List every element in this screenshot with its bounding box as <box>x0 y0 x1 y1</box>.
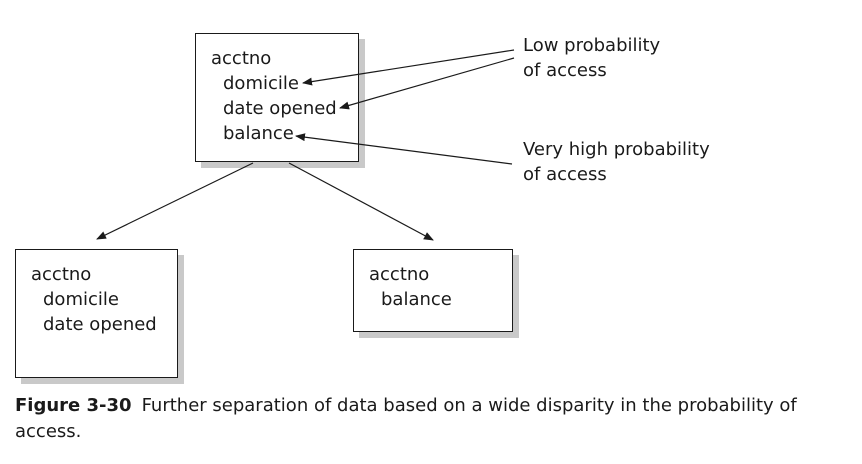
top-field-balance: balance <box>223 123 294 144</box>
top-field-date-opened: date opened <box>223 98 337 119</box>
high-probability-label: Very high probability <box>523 139 710 160</box>
left-record-box <box>15 249 178 378</box>
left-field-date-opened: date opened <box>43 314 157 335</box>
figure-label: Figure 3-30 <box>15 395 132 416</box>
split-arrow-right <box>288 162 434 241</box>
right-field-acctno: acctno <box>369 264 430 285</box>
high-probability-label-line2: of access <box>523 164 607 185</box>
split-arrow-left <box>96 162 254 240</box>
right-field-balance: balance <box>381 289 452 310</box>
low-probability-label: Low probability <box>523 35 661 56</box>
low-probability-label-line2: of access <box>523 60 607 81</box>
arrow-to-date-opened <box>339 57 515 110</box>
arrow-to-domicile <box>302 49 515 86</box>
arrow-to-balance <box>295 133 513 165</box>
figure-caption-text: Further separation of data based on a wi… <box>15 395 797 442</box>
left-field-domicile: domicile <box>43 289 119 310</box>
right-record-box <box>353 249 513 332</box>
left-field-acctno: acctno <box>31 264 92 285</box>
top-field-domicile: domicile <box>223 73 299 94</box>
top-field-acctno: acctno <box>211 48 272 69</box>
